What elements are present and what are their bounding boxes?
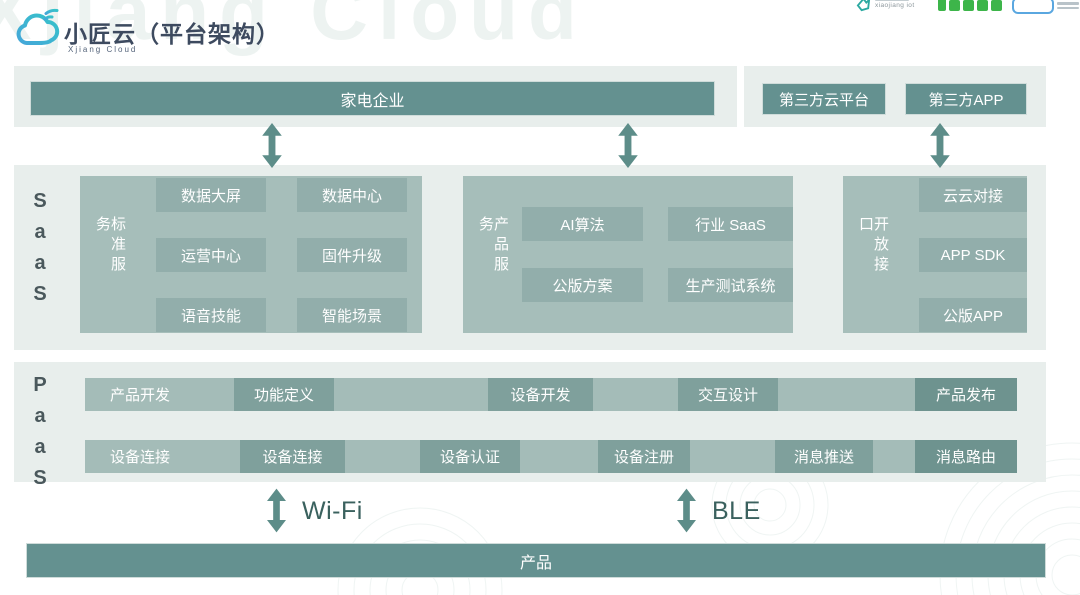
saas-group-standard-services: 标准服务 数据大屏 数据中心 运营中心 固件升级 语音技能 智能场景 <box>80 176 422 333</box>
double-arrow-icon <box>267 484 286 537</box>
saas-panel: SaaS 标准服务 数据大屏 数据中心 运营中心 固件升级 语音技能 智能场景 … <box>14 165 1046 350</box>
xiaojiang-logo-caption: xiaojiang iot <box>875 2 915 9</box>
saas-chip: 数据大屏 <box>156 178 266 212</box>
enterprise-bar: 家电企业 <box>30 81 715 116</box>
saas-group-open-api: 开放接口 云云对接 APP SDK 公版APP <box>843 176 1027 333</box>
saas-chip: APP SDK <box>919 238 1027 272</box>
saas-chip: 固件升级 <box>297 238 407 272</box>
wifi-label: Wi-Fi <box>302 497 363 525</box>
paas-chip: 功能定义 <box>234 378 334 411</box>
page-title: 小匠云（平台架构） <box>64 21 280 47</box>
background-watermark: Xjiang Cloud <box>0 0 587 56</box>
paas-chip: 消息推送 <box>775 440 873 473</box>
partner-logo-green <box>938 0 1002 11</box>
enterprise-panel: 家电企业 <box>14 66 737 127</box>
paas-tier-label: PaaS <box>29 374 51 498</box>
paas-chip: 产品发布 <box>915 378 1017 411</box>
saas-chip: 智能场景 <box>297 298 407 332</box>
saas-chip: 运营中心 <box>156 238 266 272</box>
double-arrow-icon <box>930 123 950 168</box>
saas-group-product-services-label: 产品服务 <box>477 215 509 276</box>
saas-chip: AI算法 <box>522 207 643 241</box>
saas-chip: 行业 SaaS <box>668 207 793 241</box>
saas-chip: 语音技能 <box>156 298 266 332</box>
logo-subtext: Xjiang Cloud <box>68 45 138 54</box>
saas-tier-label: SaaS <box>29 190 51 314</box>
saas-chip: 数据中心 <box>297 178 407 212</box>
paas-chip: 设备开发 <box>488 378 593 411</box>
third-party-cloud-bar: 第三方云平台 <box>762 83 886 115</box>
third-party-panel: 第三方云平台 第三方APP <box>744 66 1046 127</box>
saas-chip: 生产测试系统 <box>668 268 793 302</box>
product-bar: 产品 <box>26 543 1046 578</box>
xiaojiang-iot-logo-icon <box>856 0 871 12</box>
double-arrow-icon <box>677 484 696 537</box>
saas-group-open-api-label: 开放接口 <box>857 215 889 276</box>
double-arrow-icon <box>618 123 638 168</box>
paas-row-bar-label: 设备连接 <box>110 449 171 466</box>
saas-chip: 云云对接 <box>919 178 1027 212</box>
cloud-logo-icon <box>15 7 61 54</box>
paas-chip: 设备注册 <box>598 440 690 473</box>
paas-row-bar: 设备连接 <box>85 440 1017 473</box>
third-party-app-bar: 第三方APP <box>905 83 1027 115</box>
paas-chip: 设备认证 <box>420 440 520 473</box>
double-arrow-icon <box>262 123 282 168</box>
paas-chip: 交互设计 <box>678 378 778 411</box>
paas-row-bar-label: 产品开发 <box>110 387 171 404</box>
partner-logo-blue <box>1012 0 1079 14</box>
paas-chip: 消息路由 <box>915 440 1017 473</box>
ble-label: BLE <box>712 497 761 525</box>
paas-chip: 设备连接 <box>240 440 345 473</box>
xiaojiang-iot-logo: xiaojiang iot <box>856 0 915 12</box>
saas-chip: 公版方案 <box>522 268 643 302</box>
xiaojiang-logo-cropped-text <box>875 0 909 1</box>
saas-group-standard-services-label: 标准服务 <box>94 215 126 276</box>
saas-group-product-services: 产品服务 AI算法 行业 SaaS 公版方案 生产测试系统 <box>463 176 793 333</box>
saas-chip: 公版APP <box>919 298 1027 332</box>
paas-panel: PaaS 产品开发 功能定义 设备开发 交互设计 产品发布 设备连接 设备连接 … <box>14 362 1046 498</box>
